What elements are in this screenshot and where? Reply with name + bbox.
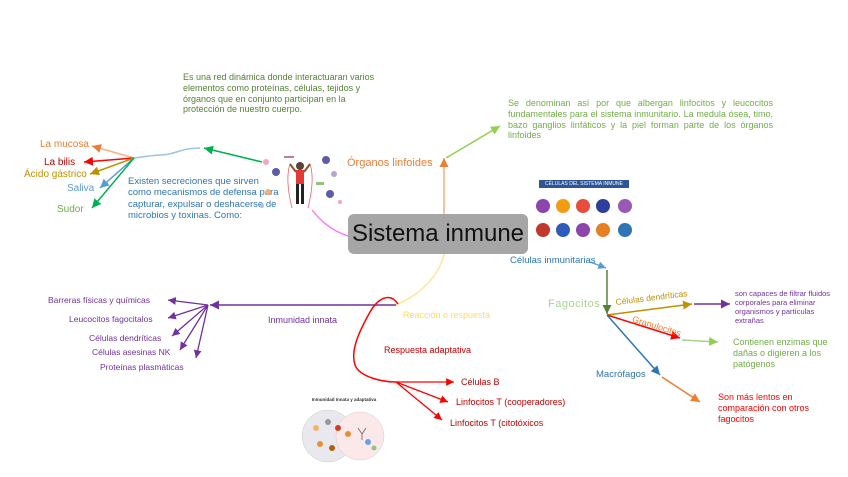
secretion-item: La mucosa <box>40 139 89 150</box>
arrow-acido <box>89 157 135 176</box>
secretion-item: Sudor <box>57 204 84 215</box>
arrow-mucosa <box>91 144 135 159</box>
immune-cells-image: CÉLULAS DEL SISTEMA INMUNE <box>533 180 635 250</box>
adaptive-item: Linfocitos T (cooperadores) <box>456 397 566 407</box>
arrow-leucocitos <box>167 304 209 320</box>
immune-person-illustration <box>256 152 344 214</box>
connector-cells-fagocitos <box>589 261 607 269</box>
branch-macrofagos-label: Macrófagos <box>596 369 646 380</box>
innate-item: Leucocitos fagocitalos <box>69 314 153 324</box>
arrow-linfocitos-coop <box>395 381 449 403</box>
secretions-text: Existen secreciones que sirven como meca… <box>128 176 279 222</box>
innate-label: Inmunidad innata <box>268 315 338 325</box>
connector-secretions-stem <box>133 147 201 159</box>
arrow-barreras <box>167 297 209 306</box>
innate-item: Barreras físicas y químicas <box>48 295 151 305</box>
immune-cells-label: Células inmunitarias <box>510 255 596 266</box>
organs-text: Se denominan así por que albergan linfoc… <box>508 98 773 141</box>
connector-organs-desc <box>445 125 501 159</box>
innate-item: Células asesinas NK <box>92 347 171 357</box>
cells-image-title: CÉLULAS DEL SISTEMA INMUNE <box>539 180 629 188</box>
arrow-granulocitos <box>606 314 681 340</box>
adaptive-item: Células B <box>461 377 500 387</box>
granulocitos-desc: Contienen enzimas que dañas o digieren a… <box>733 337 828 369</box>
arrow-nk <box>179 304 209 351</box>
arrow-dendriticas <box>171 304 209 337</box>
connector-granulocitos-desc <box>681 337 719 346</box>
central-topic-label: Sistema inmune <box>351 220 525 247</box>
adaptive-label: Respuesta adaptativa <box>384 345 472 355</box>
dendriticas-desc: son capaces de filtrar fluidos corporale… <box>735 289 831 325</box>
connector-macrofagos-desc <box>661 376 701 403</box>
connector-center-response <box>395 253 445 306</box>
connector-adaptive-curve <box>353 296 399 383</box>
definition-text: Es una red dinámica donde interactuaran … <box>183 72 375 115</box>
adaptive-item: Linfocitos T (citotóxicos <box>450 418 544 428</box>
fagocitos-label: Fagocitos <box>548 298 601 310</box>
secretion-item: La bilis <box>44 157 76 168</box>
macrofagos-desc: Son más lentos en comparación con otros … <box>718 392 810 424</box>
arrow-macrofagos <box>606 314 661 376</box>
arrow-saliva <box>99 157 135 189</box>
secretion-item: Saliva <box>67 183 95 194</box>
response-label: Reacción o respuesta <box>403 310 491 320</box>
innate-item: Células dendríticas <box>89 333 162 343</box>
arrow-sudor <box>91 157 135 209</box>
arrow-linfocitos-cito <box>395 381 443 421</box>
arrow-bilis <box>83 156 135 166</box>
innate-item: Proteínas plasmáticas <box>100 362 184 372</box>
innate-adaptive-diagram: Inmunidad Innata y adaptativa <box>298 397 390 467</box>
connector-image-definition <box>203 145 263 163</box>
arrow-dendriticas-fago <box>606 300 693 316</box>
central-topic[interactable]: Sistema inmune <box>348 214 528 254</box>
secretion-item: Ácido gástrico <box>24 169 87 180</box>
organs-label: Órganos linfoides <box>347 157 433 169</box>
connector-center-image <box>311 209 349 237</box>
arrow-proteinas <box>193 304 209 359</box>
diagram-title: Inmunidad Innata y adaptativa <box>311 397 377 402</box>
